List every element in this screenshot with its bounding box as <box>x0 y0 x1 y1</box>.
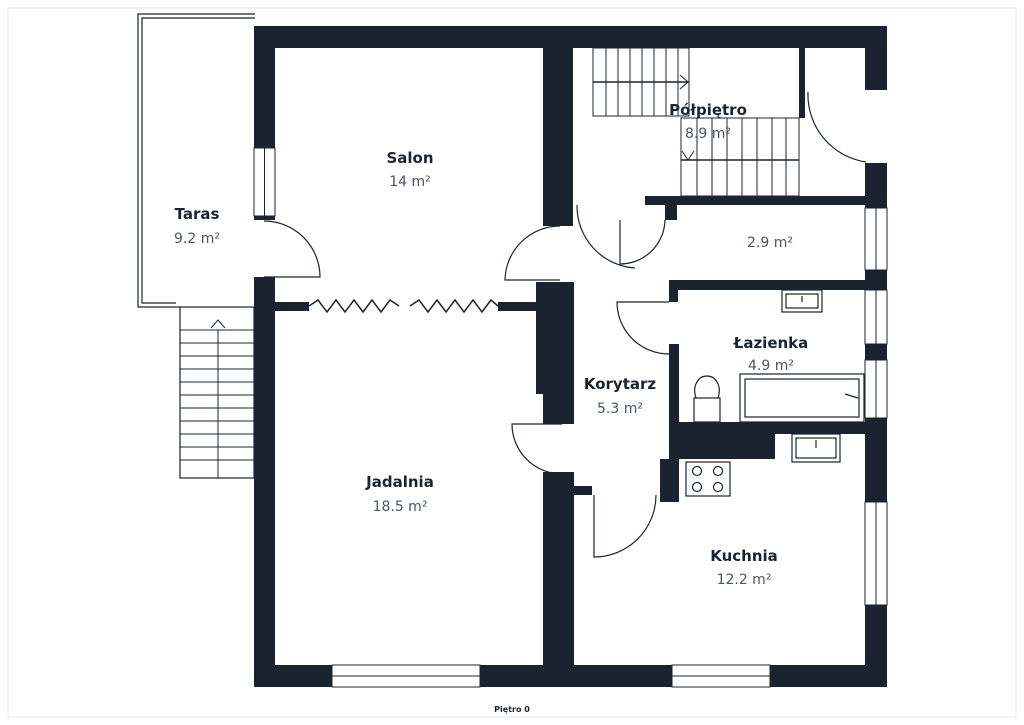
room-area-taras: 9.2 m² <box>174 231 220 247</box>
room-area-salon: 14 m² <box>389 174 431 190</box>
room-area-korytarz: 5.3 m² <box>597 401 643 417</box>
outside-stairs <box>179 306 255 479</box>
toilet-icon <box>693 397 721 423</box>
room-name-kuchnia: Kuchnia <box>710 547 778 565</box>
indoor-stairs <box>592 47 800 197</box>
floor-caption: Piętro 0 <box>494 705 530 714</box>
room-name-lazienka: Łazienka <box>733 334 809 352</box>
terrace <box>137 13 255 308</box>
doors <box>263 91 867 558</box>
room-area-kuchnia: 12.2 m² <box>717 572 772 588</box>
room-area-lazienka: 4.9 m² <box>748 358 794 374</box>
kitchen-fixtures <box>685 433 841 497</box>
room-name-salon: Salon <box>386 149 433 167</box>
room-area-schowek: 2.9 m² <box>747 235 793 251</box>
page-frame <box>7 7 1017 718</box>
room-labels: Taras 9.2 m² Salon 14 m² Półpiętro 8.9 m… <box>174 101 808 714</box>
room-area-polpietro: 8.9 m² <box>685 126 731 142</box>
room-name-taras: Taras <box>175 205 220 223</box>
windows <box>253 147 888 688</box>
bathroom-fixtures <box>693 289 865 423</box>
room-name-jadalnia: Jadalnia <box>365 473 434 491</box>
room-area-jadalnia: 18.5 m² <box>373 499 428 515</box>
room-name-korytarz: Korytarz <box>584 375 657 393</box>
stove-icon <box>685 461 731 497</box>
kitchen-sink-icon <box>791 433 841 463</box>
folding-partition <box>308 298 499 314</box>
bathroom-sink-icon <box>781 289 823 313</box>
room-name-polpietro: Półpiętro <box>669 101 747 119</box>
bathtub-icon <box>739 373 865 423</box>
walls <box>254 26 887 687</box>
